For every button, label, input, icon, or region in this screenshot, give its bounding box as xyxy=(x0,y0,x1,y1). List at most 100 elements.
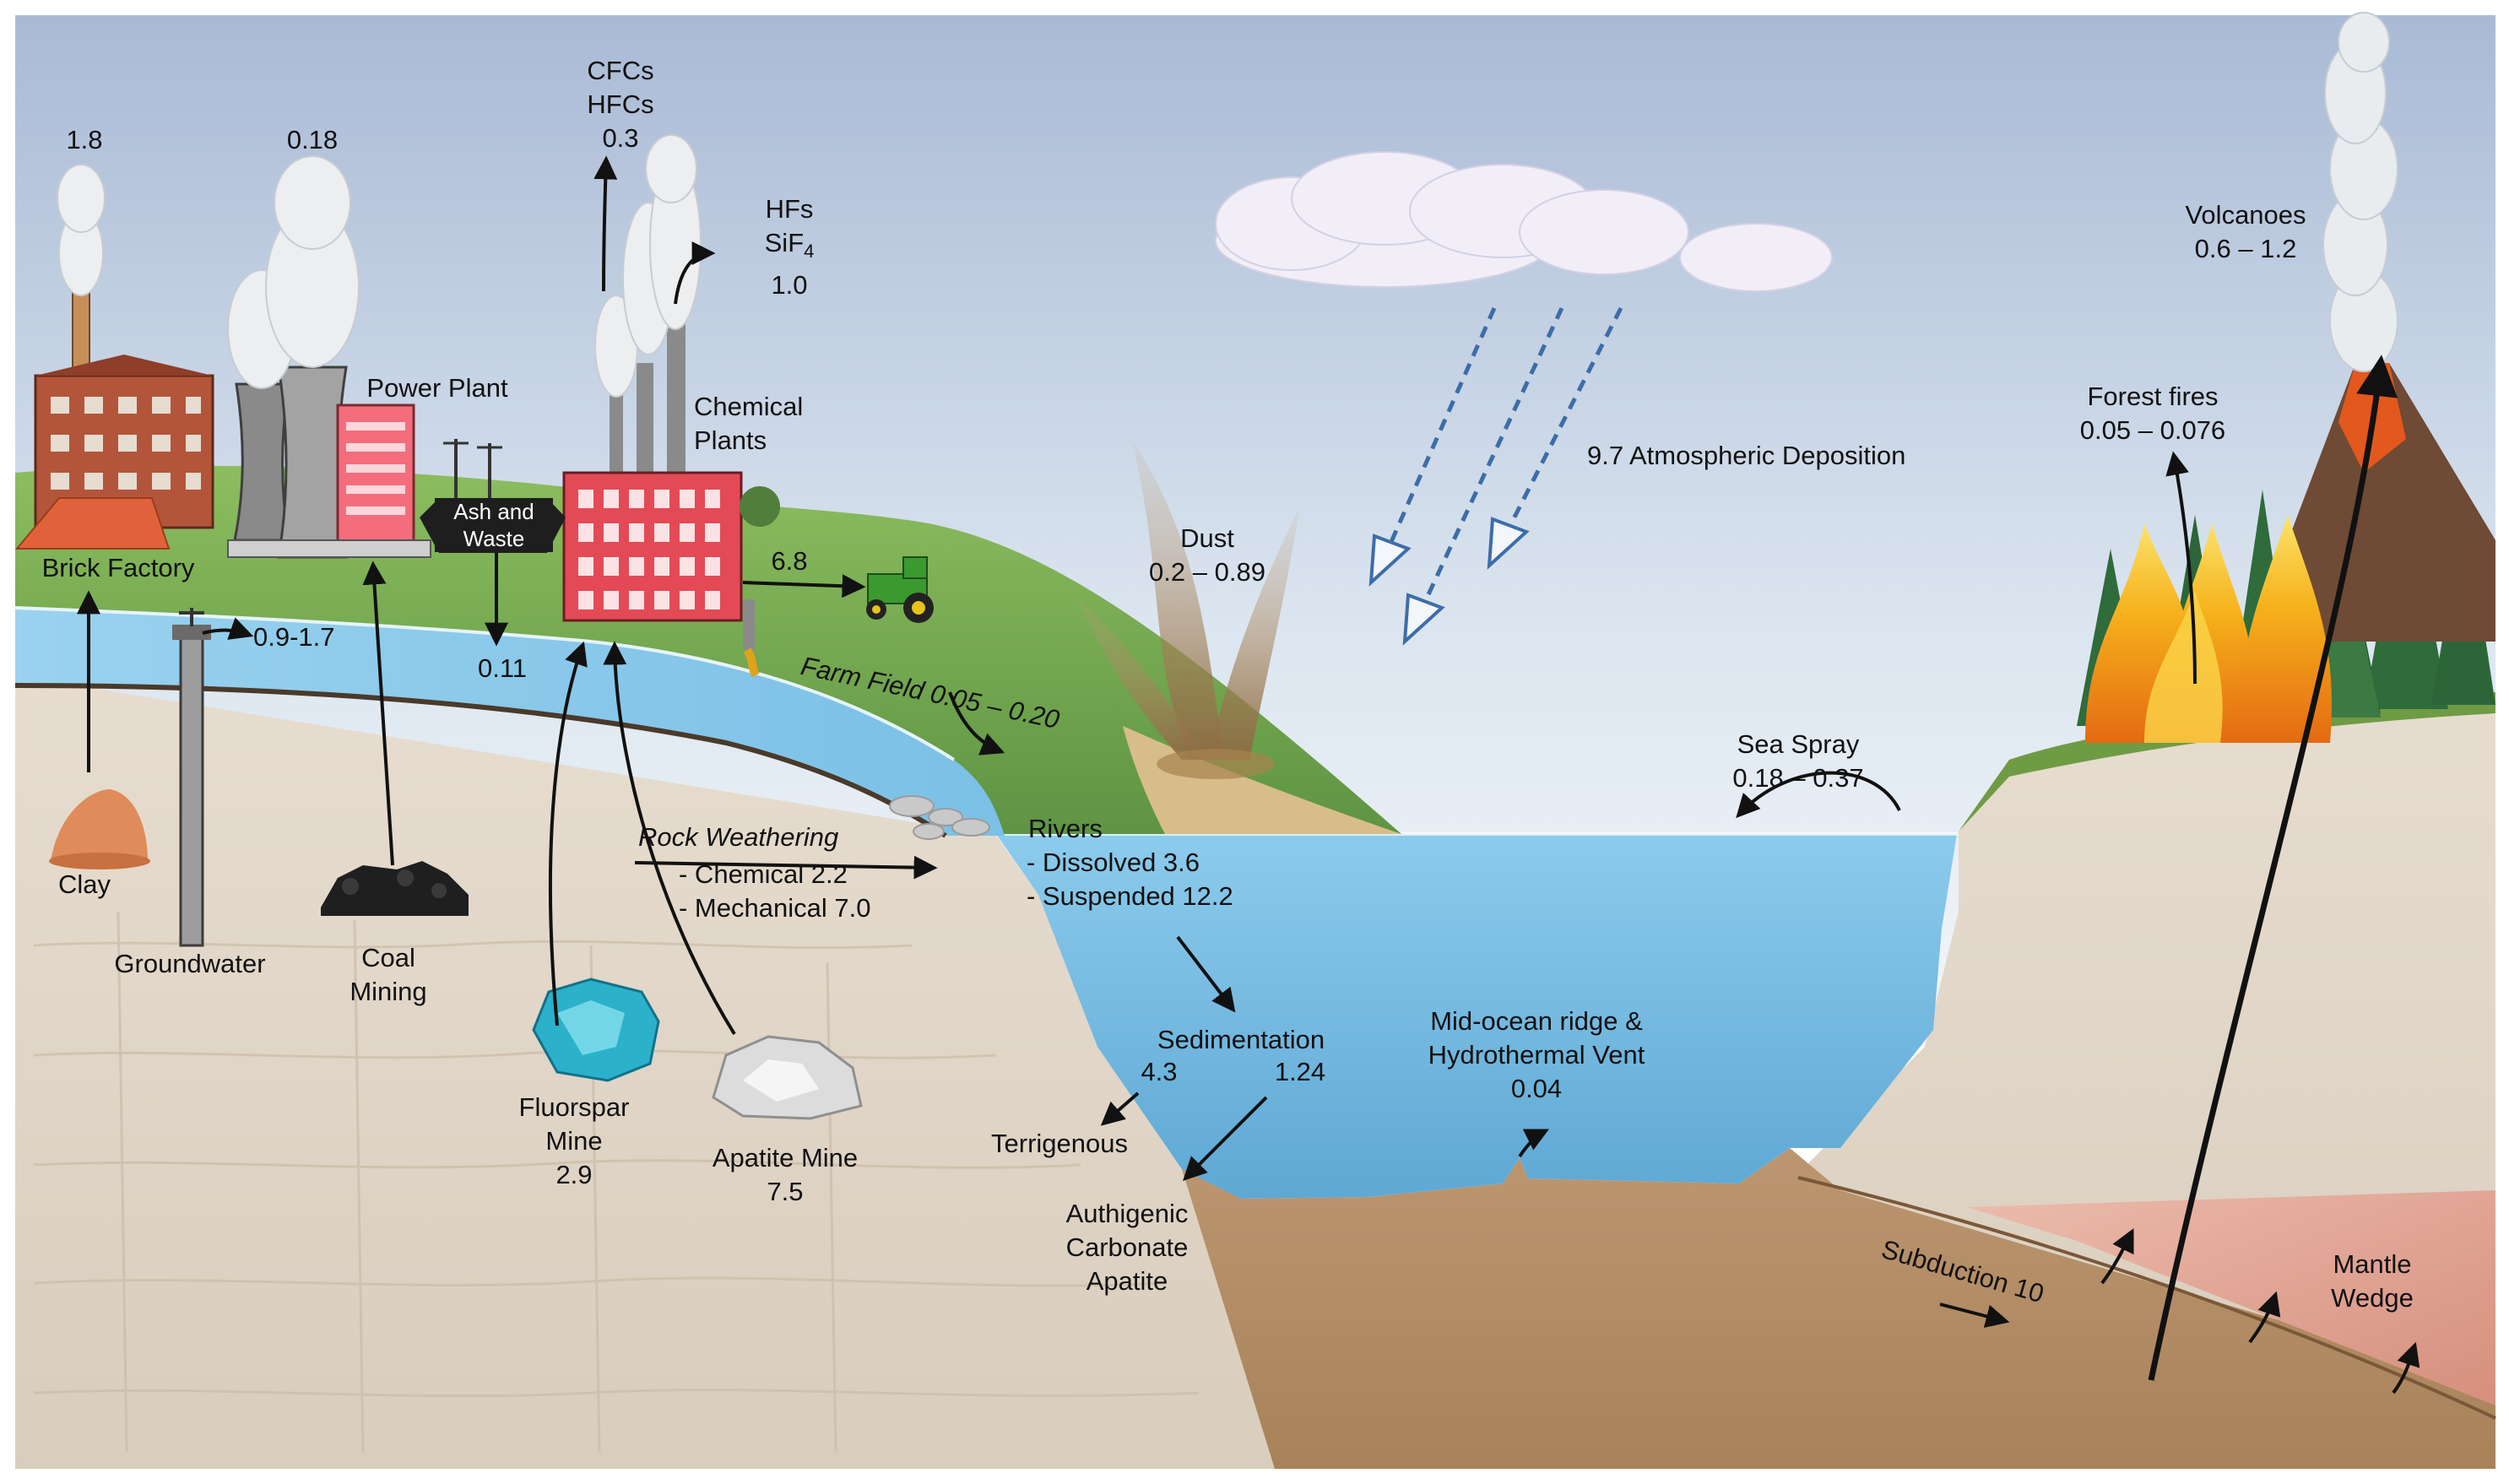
sea-spray-label: Sea Spray 0.18 – 0.37 xyxy=(1705,728,1891,795)
authigenic-line3: Apatite xyxy=(1086,1266,1168,1296)
coal-mining-label: Coal Mining xyxy=(338,941,439,1009)
bedrock-texture xyxy=(33,911,1200,1453)
power-plant-value: 0.18 xyxy=(286,125,339,154)
rivers-suspended: - Suspended 12.2 xyxy=(1027,881,1233,911)
midocean-value: 0.04 xyxy=(1510,1074,1563,1103)
deposition-label: 9.7 Atmospheric Deposition xyxy=(1587,441,1906,470)
fluorspar-crystal xyxy=(532,978,660,1082)
chemical-plants-label: Chemical Plants xyxy=(694,390,846,458)
cfcs-line2: HFCs xyxy=(587,89,654,119)
power-plant-steam xyxy=(227,155,360,389)
terrigenous-label: Terrigenous xyxy=(991,1129,1128,1158)
volcano xyxy=(2262,363,2495,642)
fluorspar-line2: Mine xyxy=(545,1126,603,1156)
sea-spray-name: Sea Spray xyxy=(1737,729,1860,759)
left-bedrock xyxy=(15,675,1275,1469)
hfs-line2: SiF4 xyxy=(743,226,836,268)
mantle-wedge-line2: Wedge xyxy=(2331,1283,2414,1313)
apatite-label: Apatite Mine 7.5 xyxy=(684,1141,886,1209)
subducting-slab xyxy=(1797,1176,2496,1420)
forest-fires-name: Forest fires xyxy=(2087,382,2219,411)
power-plant-label: Power Plant xyxy=(366,373,508,403)
forest-fires-label: Forest fires 0.05 – 0.076 xyxy=(2051,380,2254,447)
midocean-line1: Mid-ocean ridge & xyxy=(1430,1006,1643,1036)
cloud xyxy=(1215,151,1833,292)
authigenic-label: Authigenic Carbonate Apatite xyxy=(1043,1197,1211,1298)
ash-waste-line2: Waste xyxy=(463,526,525,551)
fluorspar-line1: Fluorspar xyxy=(518,1092,630,1122)
groundwater-flux-value: 0.9-1.7 xyxy=(253,622,335,652)
rock-weathering-title: Rock Weathering xyxy=(638,822,839,852)
deposition-arrowheads xyxy=(1368,517,1530,646)
midocean-line2: Hydrothermal Vent xyxy=(1428,1040,1645,1070)
coal-pile xyxy=(321,861,469,916)
river xyxy=(15,608,1005,836)
chemical-plant xyxy=(562,312,780,678)
chem-to-farm-value: 6.8 xyxy=(771,546,808,576)
fluorspar-label: Fluorspar Mine 2.9 xyxy=(511,1091,637,1192)
dust-label: Dust 0.2 – 0.89 xyxy=(1123,522,1292,589)
rock-weathering-label: Rock Weathering - Chemical 2.2 - Mechani… xyxy=(638,821,929,925)
power-plant xyxy=(227,366,502,559)
brick-factory xyxy=(14,286,214,550)
hfs-sif-subscript: 4 xyxy=(804,241,815,263)
ash-value: 0.11 xyxy=(477,653,528,683)
sedimentation-label: Sedimentation xyxy=(1157,1025,1325,1054)
chemical-plant-smoke xyxy=(594,134,702,398)
groundwater-well xyxy=(172,608,211,947)
volcano-plume xyxy=(2322,12,2398,372)
rock-weathering-chemical: - Chemical 2.2 xyxy=(679,859,848,889)
cfcs-value: 0.3 xyxy=(602,123,639,153)
mantle-wedge xyxy=(1967,1190,2495,1405)
apatite-rock xyxy=(712,1035,863,1120)
hfs-value: 1.0 xyxy=(771,270,808,301)
dusty-shore xyxy=(1123,726,1401,834)
brick-factory-value: 1.8 xyxy=(66,125,103,154)
chemical-plants-line1: Chemical xyxy=(694,392,804,421)
forest-fire xyxy=(2085,515,2332,743)
ash-waste-label: Ash and Waste xyxy=(435,498,553,552)
dust-name: Dust xyxy=(1180,523,1234,553)
deposition-arrows xyxy=(1382,306,1623,618)
authigenic-line2: Carbonate xyxy=(1065,1232,1189,1262)
sea-spray-arrow xyxy=(1736,771,1901,819)
brick-factory-label: Brick Factory xyxy=(41,553,195,582)
rivers-label: Rivers - Dissolved 3.6 - Suspended 12.2 xyxy=(1027,812,1297,913)
dust-value: 0.2 – 0.89 xyxy=(1149,557,1265,587)
coal-mining-line2: Mining xyxy=(350,977,427,1006)
sedimentation-authigenic-value: 1.24 xyxy=(1274,1057,1326,1086)
forest-fires-value: 0.05 – 0.076 xyxy=(2079,415,2226,445)
cfcs-label: CFCs HFCs 0.3 xyxy=(574,54,667,155)
volcanoes-name: Volcanoes xyxy=(2185,200,2306,230)
seafloor xyxy=(1182,1148,2495,1469)
chemical-plants-line2: Plants xyxy=(694,425,767,455)
river-mouth-rocks xyxy=(889,795,990,840)
hfs-label: HFs SiF4 1.0 xyxy=(743,192,836,302)
volcanoes-value: 0.6 – 1.2 xyxy=(2194,234,2297,263)
apatite-name: Apatite Mine xyxy=(712,1143,859,1173)
dust-plume xyxy=(1072,439,1300,779)
sedimentation-terrigenous-value: 4.3 xyxy=(1141,1057,1178,1086)
sea-spray-value: 0.18 – 0.37 xyxy=(1732,763,1864,793)
rivers-dissolved: - Dissolved 3.6 xyxy=(1027,848,1200,877)
hfs-sif: SiF xyxy=(764,228,805,257)
clay-mound xyxy=(49,789,150,869)
hfs-line1: HFs xyxy=(765,194,814,224)
authigenic-line1: Authigenic xyxy=(1065,1199,1189,1228)
midocean-label: Mid-ocean ridge & Hydrothermal Vent 0.04 xyxy=(1393,1005,1680,1106)
apatite-value: 7.5 xyxy=(767,1177,804,1206)
ash-waste-line1: Ash and xyxy=(453,499,534,524)
groundwater-label: Groundwater xyxy=(114,949,266,978)
cfcs-line1: CFCs xyxy=(587,56,654,85)
tractor xyxy=(866,556,934,623)
rock-weathering-mechanical: - Mechanical 7.0 xyxy=(679,893,871,923)
fluorspar-value: 2.9 xyxy=(555,1160,593,1189)
mantle-wedge-label: Mantle Wedge xyxy=(2313,1248,2431,1315)
rivers-title: Rivers xyxy=(1028,814,1103,843)
clay-label: Clay xyxy=(57,869,111,899)
ocean xyxy=(996,834,1957,1199)
flow-arrows xyxy=(77,155,2420,1395)
mantle-wedge-line1: Mantle xyxy=(2333,1249,2412,1279)
coal-mining-line1: Coal xyxy=(361,943,415,972)
